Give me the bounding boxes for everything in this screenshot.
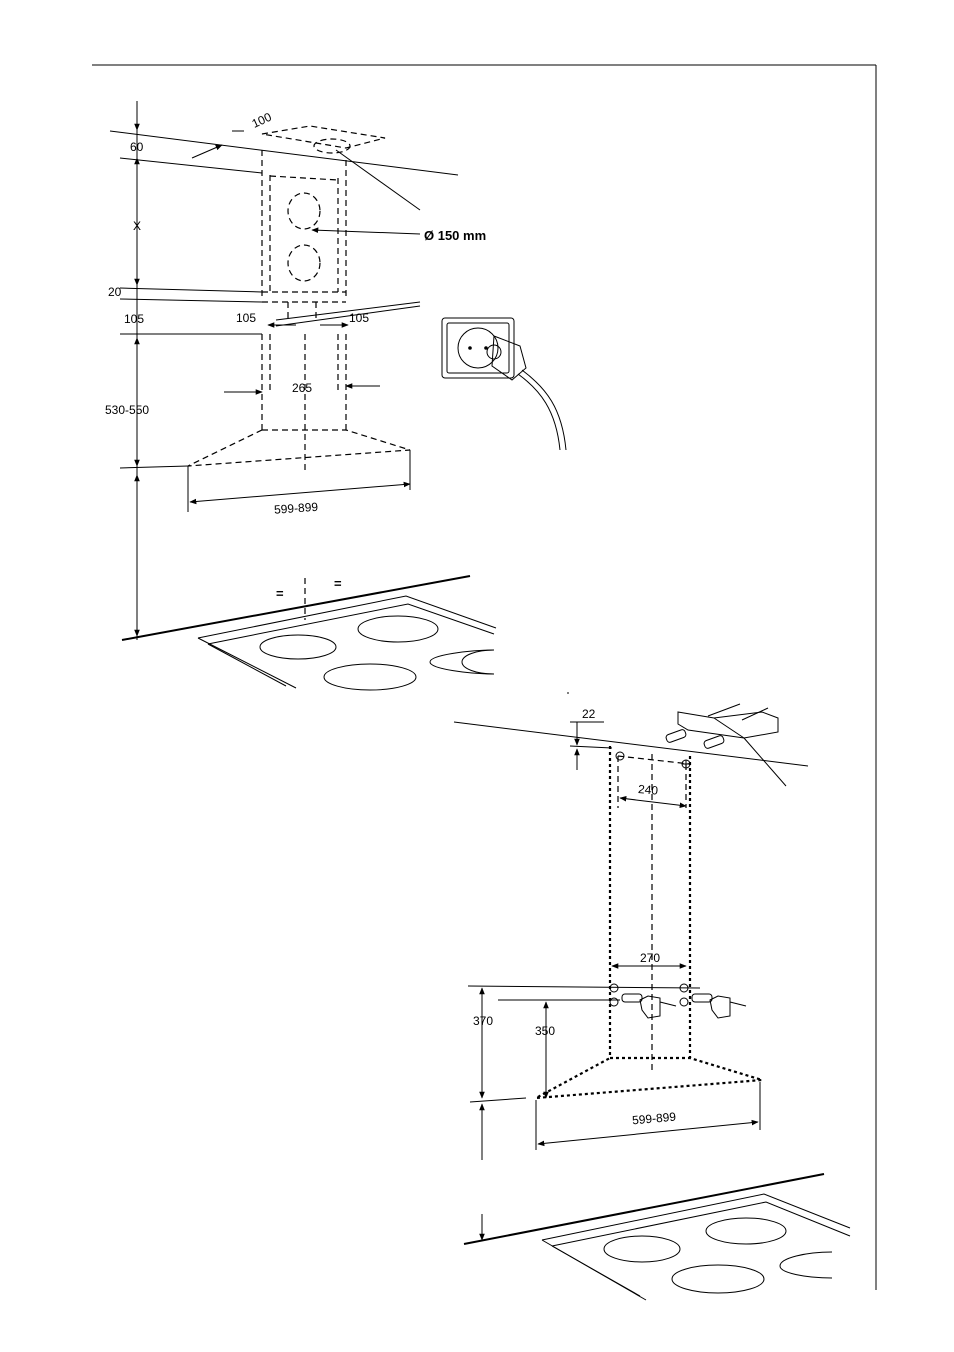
- worktop-line: [121, 575, 471, 641]
- dim-x-label: X: [133, 219, 141, 233]
- ceiling-bracket-icon: [665, 703, 787, 787]
- wall-bracket-left-icon: [621, 993, 677, 1019]
- dim-370-label: 370: [473, 1014, 493, 1028]
- dim-105-left-label: 105: [124, 312, 144, 326]
- dim-350-label: 350: [535, 1024, 555, 1038]
- dim-20-label: 20: [108, 285, 122, 299]
- ceiling-leader: [335, 149, 421, 211]
- equal-right-label: =: [334, 576, 342, 591]
- hood-canopy: [187, 429, 411, 467]
- dim-530-550-label: 530-550: [105, 403, 149, 417]
- hob-bottom: [541, 1193, 851, 1301]
- duct-outline-lower: [287, 244, 321, 282]
- dim-22-label: 22: [582, 707, 596, 721]
- dim-105-inner-left-label: 105: [236, 311, 256, 325]
- dim-100-label: 100: [250, 110, 274, 131]
- bottom-figure: [453, 692, 851, 1301]
- top-figure: [109, 101, 567, 691]
- hob: [197, 595, 497, 691]
- dim-599-899-bottom-label: 599-899: [631, 1110, 676, 1128]
- dim-60-label: 60: [130, 140, 144, 154]
- equal-left-label: =: [276, 586, 284, 601]
- dim-105-inner-right-label: 105: [349, 311, 369, 325]
- ceiling-hole: [313, 138, 351, 154]
- dim-240-label: 240: [637, 782, 658, 798]
- dim-599-899-top-label: 599-899: [274, 500, 319, 517]
- dim-270-label: 270: [640, 951, 660, 965]
- ceiling-plate: [261, 125, 386, 149]
- wall-bracket-right-icon: [691, 993, 747, 1019]
- duct-diameter-label: Ø 150 mm: [424, 228, 486, 243]
- hood-canopy-bottom: [535, 1056, 763, 1100]
- power-socket-icon: [441, 317, 567, 451]
- duct-outline-upper: [287, 192, 321, 230]
- dim-265-label: 265: [292, 381, 312, 395]
- ceiling-line: [109, 130, 459, 176]
